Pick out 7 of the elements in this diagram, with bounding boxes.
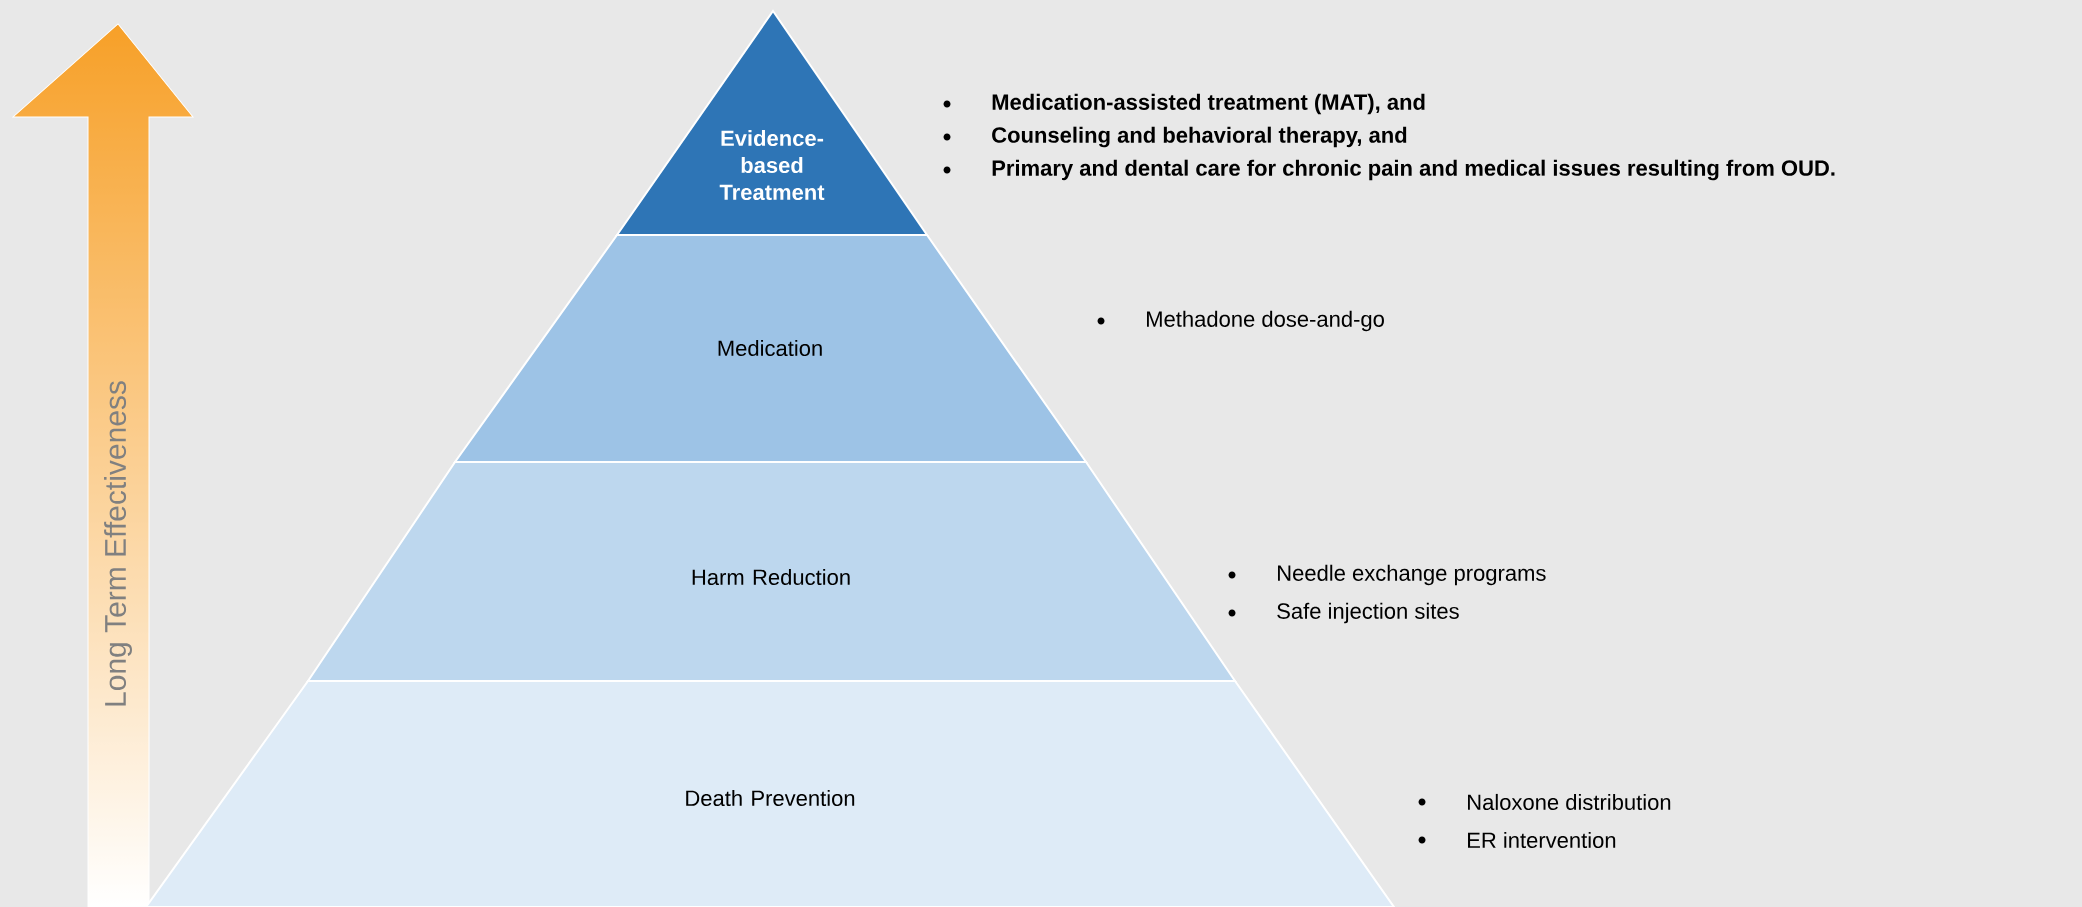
bullet-item: Naloxone distribution (1418, 793, 1671, 811)
bullet-item: Medication-assisted treatment (MAT), and (943, 93, 1425, 115)
bullet-item: ER intervention (1418, 831, 1616, 849)
bullet-item: Counseling and behavioral therapy, and (943, 126, 1407, 148)
bullet-item: Methadone dose-and-go (1097, 310, 1384, 332)
axis-label: Long Term Effectiveness (104, 381, 132, 706)
bullet-item: Primary and dental care for chronic pain and medical issues resulting from OUD. (943, 159, 1835, 181)
